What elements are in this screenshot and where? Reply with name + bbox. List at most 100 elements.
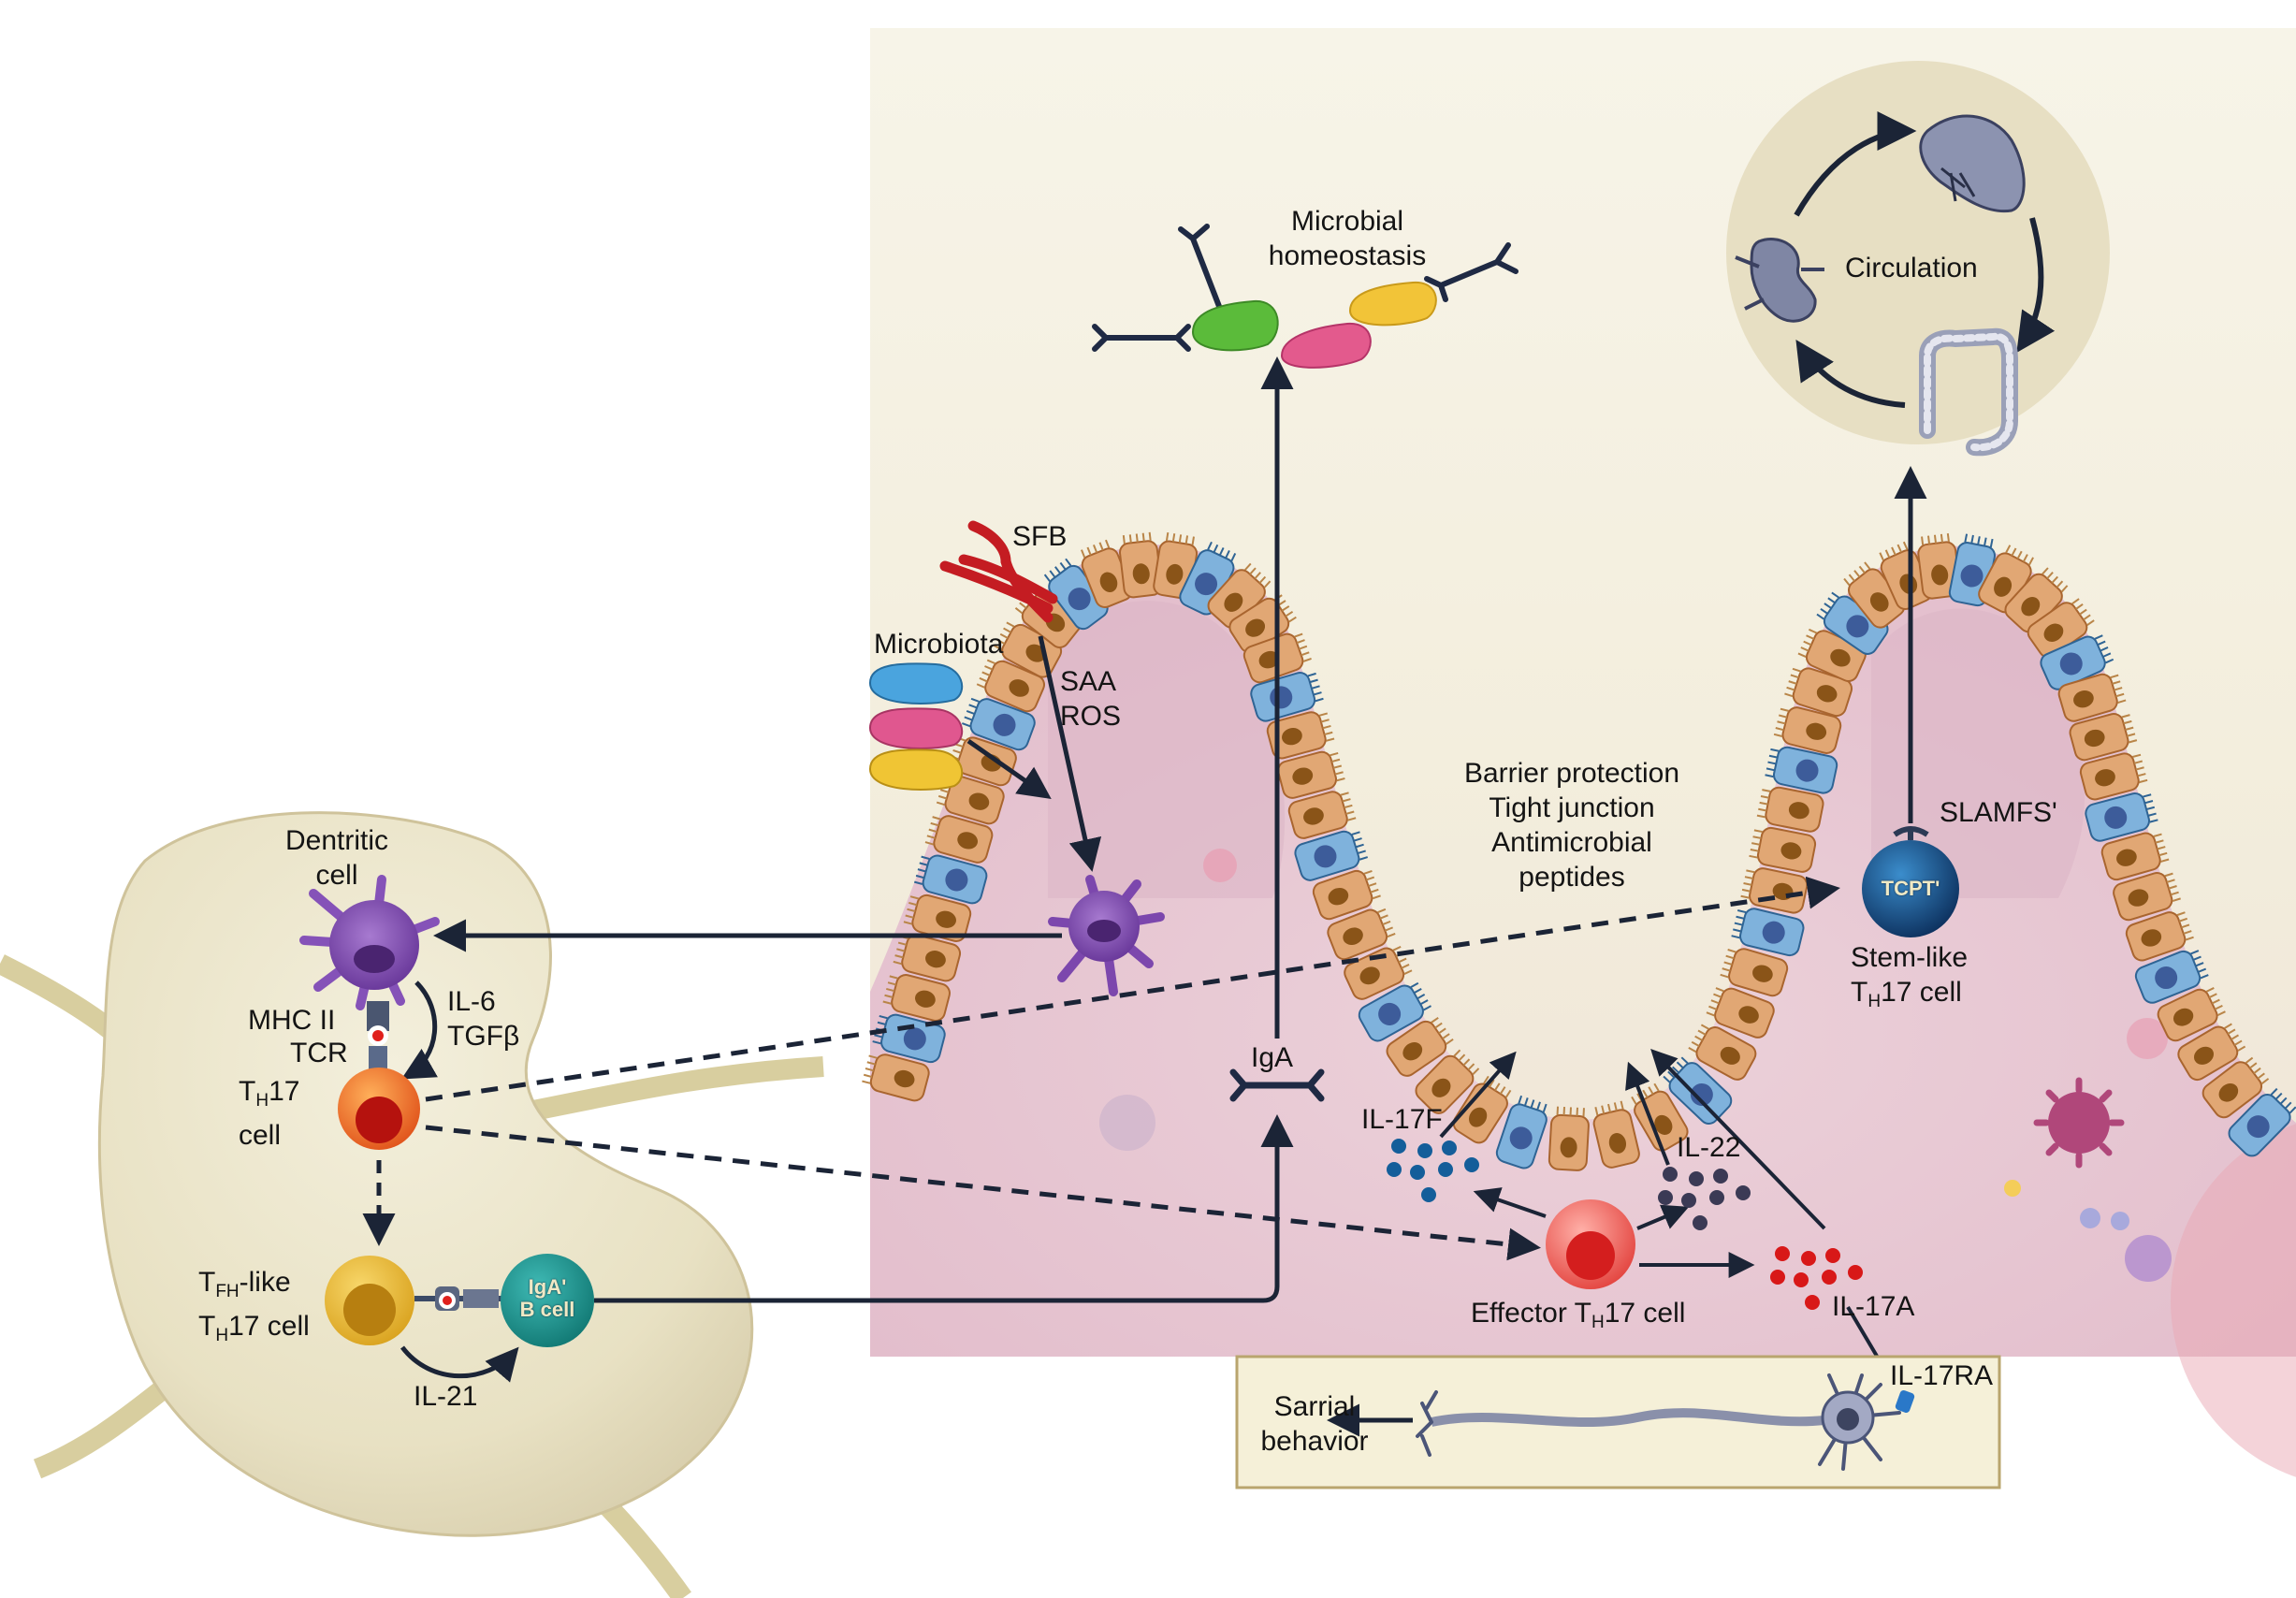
goblet-cell xyxy=(1765,746,1838,794)
sfb-illustration xyxy=(939,520,1058,623)
bacterium-yellow xyxy=(1348,281,1437,327)
goblet-cell xyxy=(1731,908,1805,957)
iga-antibody-icon xyxy=(1229,1068,1325,1102)
enterocyte-cell xyxy=(2100,832,2170,881)
microbial-homeostasis-line2: homeostasis xyxy=(1268,240,1427,271)
il17f-molecule xyxy=(1421,1187,1436,1202)
lamina-blob xyxy=(2127,1018,2168,1059)
intestinal-epithelium xyxy=(862,531,2296,1171)
lamina-blob xyxy=(2111,1212,2129,1230)
il22-cytokines xyxy=(1658,1167,1751,1230)
il22-molecule xyxy=(1693,1215,1707,1230)
il17f-molecule xyxy=(1442,1140,1457,1155)
il17a-molecule xyxy=(1770,1270,1785,1285)
enterocyte-cell xyxy=(1756,786,1824,833)
il17f-molecule xyxy=(1417,1143,1432,1158)
enterocyte-cell xyxy=(2057,673,2127,722)
enterocyte-cell xyxy=(1688,1024,1757,1081)
antimicrobial-label: Antimicrobial xyxy=(1491,827,1652,858)
il17ra-label: IL-17RA xyxy=(1890,1360,1994,1391)
enterocyte-cell xyxy=(1917,532,1961,600)
microbiota-label: Microbiota xyxy=(874,629,1004,660)
goblet-cell xyxy=(872,1013,946,1064)
enterocyte-cell xyxy=(1720,948,1789,997)
iga-label: IgA xyxy=(1251,1042,1294,1073)
enterocyte-cell xyxy=(882,974,951,1022)
stem-cell-marker-text: TCPT' xyxy=(1881,877,1940,900)
iga-b-cell xyxy=(501,1254,594,1347)
saa-label: SAA xyxy=(1060,666,1117,697)
goblet-cell xyxy=(1358,981,1431,1042)
stem-like-line2: TH17 cell xyxy=(1851,977,1962,1011)
il17a-molecule xyxy=(1775,1246,1790,1261)
enterocyte-cell xyxy=(1548,1106,1590,1171)
dendritic-line2: cell xyxy=(315,860,358,891)
neuron-panel xyxy=(1235,1355,2001,1489)
virus-icon xyxy=(2033,1077,2125,1169)
enterocyte-cell xyxy=(2079,752,2148,801)
mhc-ii-label: MHC II xyxy=(248,1005,336,1036)
th17-cell xyxy=(338,1068,420,1150)
il17ra-receptor-icon xyxy=(1895,1390,1915,1413)
dendritic-cell-label: Dentritic cell xyxy=(271,823,402,893)
bacterium-green xyxy=(1191,299,1279,352)
il22-molecule xyxy=(1709,1190,1724,1205)
villus-core-right xyxy=(1871,608,2085,898)
enterocyte-cell xyxy=(1415,1049,1480,1114)
enterocyte-cell xyxy=(1740,867,1809,914)
enterocyte-cell xyxy=(924,815,994,864)
ros-label: ROS xyxy=(1060,701,1122,732)
enterocyte-cell xyxy=(2125,911,2194,962)
il22-molecule xyxy=(1663,1167,1678,1182)
goblet-cell xyxy=(1043,558,1109,631)
circulation-label: Circulation xyxy=(1845,253,1978,283)
lamina-blob xyxy=(1203,849,1237,882)
il22-molecule xyxy=(1689,1171,1704,1186)
enterocyte-cell xyxy=(1631,1082,1689,1152)
enterocyte-cell xyxy=(1327,908,1396,961)
enterocyte-cell xyxy=(1207,562,1272,629)
tfh-like-th17-label: TFH-like TH17 cell xyxy=(198,1267,310,1345)
spleen-icon xyxy=(1919,114,2026,213)
il17a-molecule xyxy=(1848,1265,1863,1280)
il6-tgfb-label: IL-6 TGFβ xyxy=(447,984,519,1053)
barrier-functions-label: Barrier protection Tight junction Antimi… xyxy=(1431,756,1712,894)
enterocyte-cell xyxy=(1312,869,1381,921)
tight-junction-label: Tight junction xyxy=(1489,792,1655,823)
il17f-molecule xyxy=(1391,1139,1406,1154)
stem-like-th17-cell xyxy=(1862,826,1959,937)
enterocyte-cell xyxy=(1287,791,1357,839)
tcr-label: TCR xyxy=(290,1038,348,1068)
enterocyte-cell xyxy=(976,659,1046,713)
enterocyte-cell xyxy=(1081,539,1133,609)
enterocyte-cell xyxy=(1277,750,1345,799)
goblet-cell xyxy=(2134,950,2209,1004)
il22-label: IL-22 xyxy=(1677,1132,1741,1163)
enterocyte-cell xyxy=(1784,667,1853,718)
th17-to-stem-like-arrow xyxy=(425,876,1840,1102)
lamina-blob xyxy=(2080,1208,2100,1228)
il17a-molecule xyxy=(1794,1272,1809,1287)
il21-arrow xyxy=(400,1345,519,1383)
enterocyte-cell xyxy=(1773,706,1842,754)
il22-molecule xyxy=(1736,1185,1751,1200)
neuron-icon xyxy=(1416,1373,1915,1471)
enterocyte-cell xyxy=(1749,826,1817,873)
microbial-homeostasis-label: Microbial homeostasis xyxy=(1235,204,1460,273)
circulation-inset xyxy=(1726,61,2110,457)
microbial-homeostasis-illustration xyxy=(1092,224,1519,369)
il6-arrow xyxy=(400,981,438,1080)
il17f-molecule xyxy=(1438,1162,1453,1177)
il17f-molecule xyxy=(1464,1157,1479,1172)
il6-label: IL-6 xyxy=(447,986,496,1017)
microbiota-bacteria xyxy=(868,662,964,791)
lamina-blob xyxy=(2004,1180,2021,1197)
il17a-molecule xyxy=(1805,1295,1820,1310)
il17a-molecule xyxy=(1801,1251,1816,1266)
ln-dendritic-cell xyxy=(299,875,440,1010)
tfh-like-th17-cell xyxy=(325,1256,414,1345)
il17a-to-epithelium-arrow xyxy=(1650,1048,1826,1230)
sarrial-line1: Sarrial xyxy=(1273,1391,1356,1422)
